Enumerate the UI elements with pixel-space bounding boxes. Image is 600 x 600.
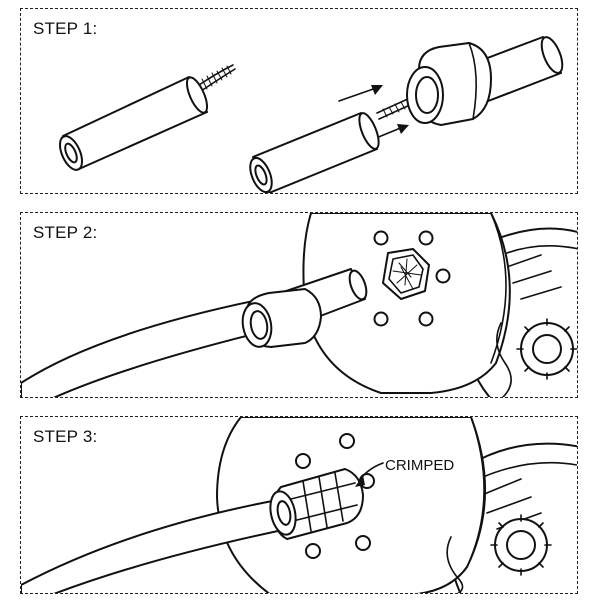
wire-into-ferrule	[249, 92, 424, 193]
step-2-panel: STEP 2:	[20, 212, 578, 398]
step-3-panel: STEP 3: CRIMPED	[20, 416, 578, 594]
callout-arrowhead	[355, 475, 365, 487]
step-2-label: STEP 2:	[33, 223, 98, 242]
step-1-label: STEP 1:	[33, 19, 98, 38]
crimping-tool-die-icon	[302, 213, 577, 397]
ferrule-icon	[406, 36, 564, 126]
step-3-illustration	[21, 417, 577, 593]
step-2-illustration	[21, 213, 577, 397]
step-3-label: STEP 3:	[33, 427, 98, 446]
ferrule-icon	[21, 268, 368, 397]
crimped-callout: CRIMPED	[385, 457, 455, 474]
crimped-ferrule-icon	[21, 468, 364, 593]
stripped-wire-icon	[58, 64, 236, 171]
step-1-illustration	[58, 36, 564, 193]
step-1-panel: STEP 1:	[20, 8, 578, 194]
